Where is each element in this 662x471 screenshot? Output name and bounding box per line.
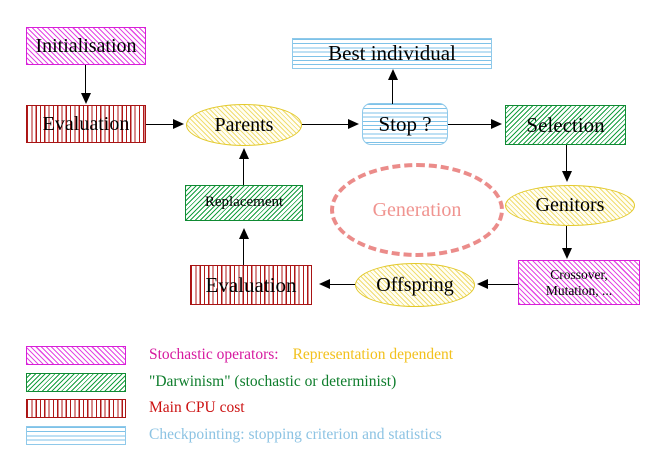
node-parents-label: Parents bbox=[214, 113, 274, 136]
edge-parents-to-stop-arrowhead bbox=[348, 118, 359, 129]
edge-evaluation-to-parents-arrowhead bbox=[173, 118, 184, 129]
legend-label-checkpointing: Checkpointing: stopping criterion and st… bbox=[149, 426, 442, 443]
edge-stop-to-selection bbox=[448, 124, 492, 126]
edge-selection-to-genitors-arrowhead bbox=[561, 171, 572, 182]
legend-text-primary: Stochastic operators: bbox=[149, 346, 279, 363]
node-offspring: Offspring bbox=[355, 263, 475, 307]
edge-replacement-to-parents-arrowhead bbox=[238, 148, 249, 159]
legend-row: Main CPU cost bbox=[26, 395, 646, 421]
node-offspring-label: Offspring bbox=[376, 273, 454, 296]
node-stop-label: Stop ? bbox=[378, 111, 432, 136]
legend-row: Checkpointing: stopping criterion and st… bbox=[26, 422, 646, 448]
node-selection: Selection bbox=[505, 105, 626, 145]
node-parents: Parents bbox=[186, 104, 302, 146]
legend-swatch-checkpointing bbox=[26, 425, 126, 445]
node-generation: Generation bbox=[330, 163, 504, 257]
legend-label-stochastic-operators: Stochastic operators: Representation depe… bbox=[149, 346, 453, 364]
edge-selection-to-genitors bbox=[566, 145, 568, 173]
edge-offspring-to-evaluation-arrowhead bbox=[319, 278, 330, 289]
legend-label-darwinism: "Darwinism" (stochastic or determinist) bbox=[149, 373, 397, 390]
edge-initialisation-to-evaluation bbox=[85, 65, 87, 95]
edge-stop-to-selection-arrowhead bbox=[491, 118, 502, 129]
legend-row: "Darwinism" (stochastic or determinist) bbox=[26, 369, 646, 395]
edge-replacement-to-parents bbox=[243, 158, 245, 185]
legend-swatch-stochastic-operators bbox=[26, 345, 126, 365]
node-replacement: Replacement bbox=[185, 185, 303, 221]
legend-swatch-darwinism bbox=[26, 372, 126, 392]
legend-text-secondary: Representation dependent bbox=[292, 346, 454, 363]
node-evaluation-top: Evaluation bbox=[26, 105, 146, 143]
legend: Stochastic operators: Representation depe… bbox=[0, 336, 662, 471]
edge-stop-to-best-individual bbox=[392, 78, 394, 104]
node-genitors: Genitors bbox=[505, 185, 635, 226]
node-best-individual-label: Best individual bbox=[328, 41, 456, 66]
node-genitors-label: Genitors bbox=[535, 194, 605, 216]
edge-genitors-to-crossover bbox=[566, 226, 568, 249]
edge-crossover-to-offspring-arrowhead bbox=[477, 278, 488, 289]
node-generation-label: Generation bbox=[372, 198, 462, 221]
node-evaluation-bottom-label: Evaluation bbox=[205, 272, 297, 297]
legend-row: Stochastic operators: Representation depe… bbox=[26, 342, 646, 368]
node-selection-label: Selection bbox=[526, 112, 605, 137]
node-evaluation-top-label: Evaluation bbox=[42, 112, 130, 135]
legend-label-main-cpu-cost: Main CPU cost bbox=[149, 399, 245, 416]
edge-parents-to-stop bbox=[302, 124, 349, 126]
node-crossover-line2: Mutation, ... bbox=[545, 282, 613, 298]
edge-genitors-to-crossover-arrowhead bbox=[561, 248, 572, 259]
edge-evaluation-to-replacement-arrowhead bbox=[238, 228, 249, 239]
edge-initialisation-to-evaluation-arrowhead bbox=[80, 93, 91, 104]
node-crossover-mutation: Crossover, Mutation, ... bbox=[518, 260, 640, 305]
node-replacement-label: Replacement bbox=[204, 194, 284, 211]
edge-evaluation-to-parents bbox=[146, 124, 175, 126]
node-crossover-line1: Crossover, bbox=[550, 267, 608, 283]
edge-evaluation-to-replacement bbox=[243, 237, 245, 265]
node-evaluation-bottom: Evaluation bbox=[190, 265, 312, 305]
edge-stop-to-best-individual-arrowhead bbox=[387, 69, 398, 80]
edge-offspring-to-evaluation bbox=[330, 284, 355, 286]
node-best-individual: Best individual bbox=[292, 38, 492, 69]
edge-crossover-to-offspring bbox=[487, 284, 518, 286]
node-stop: Stop ? bbox=[362, 103, 448, 145]
node-initialisation: Initialisation bbox=[26, 27, 146, 65]
legend-swatch-main-cpu-cost bbox=[26, 398, 126, 418]
node-initialisation-label: Initialisation bbox=[35, 34, 137, 57]
